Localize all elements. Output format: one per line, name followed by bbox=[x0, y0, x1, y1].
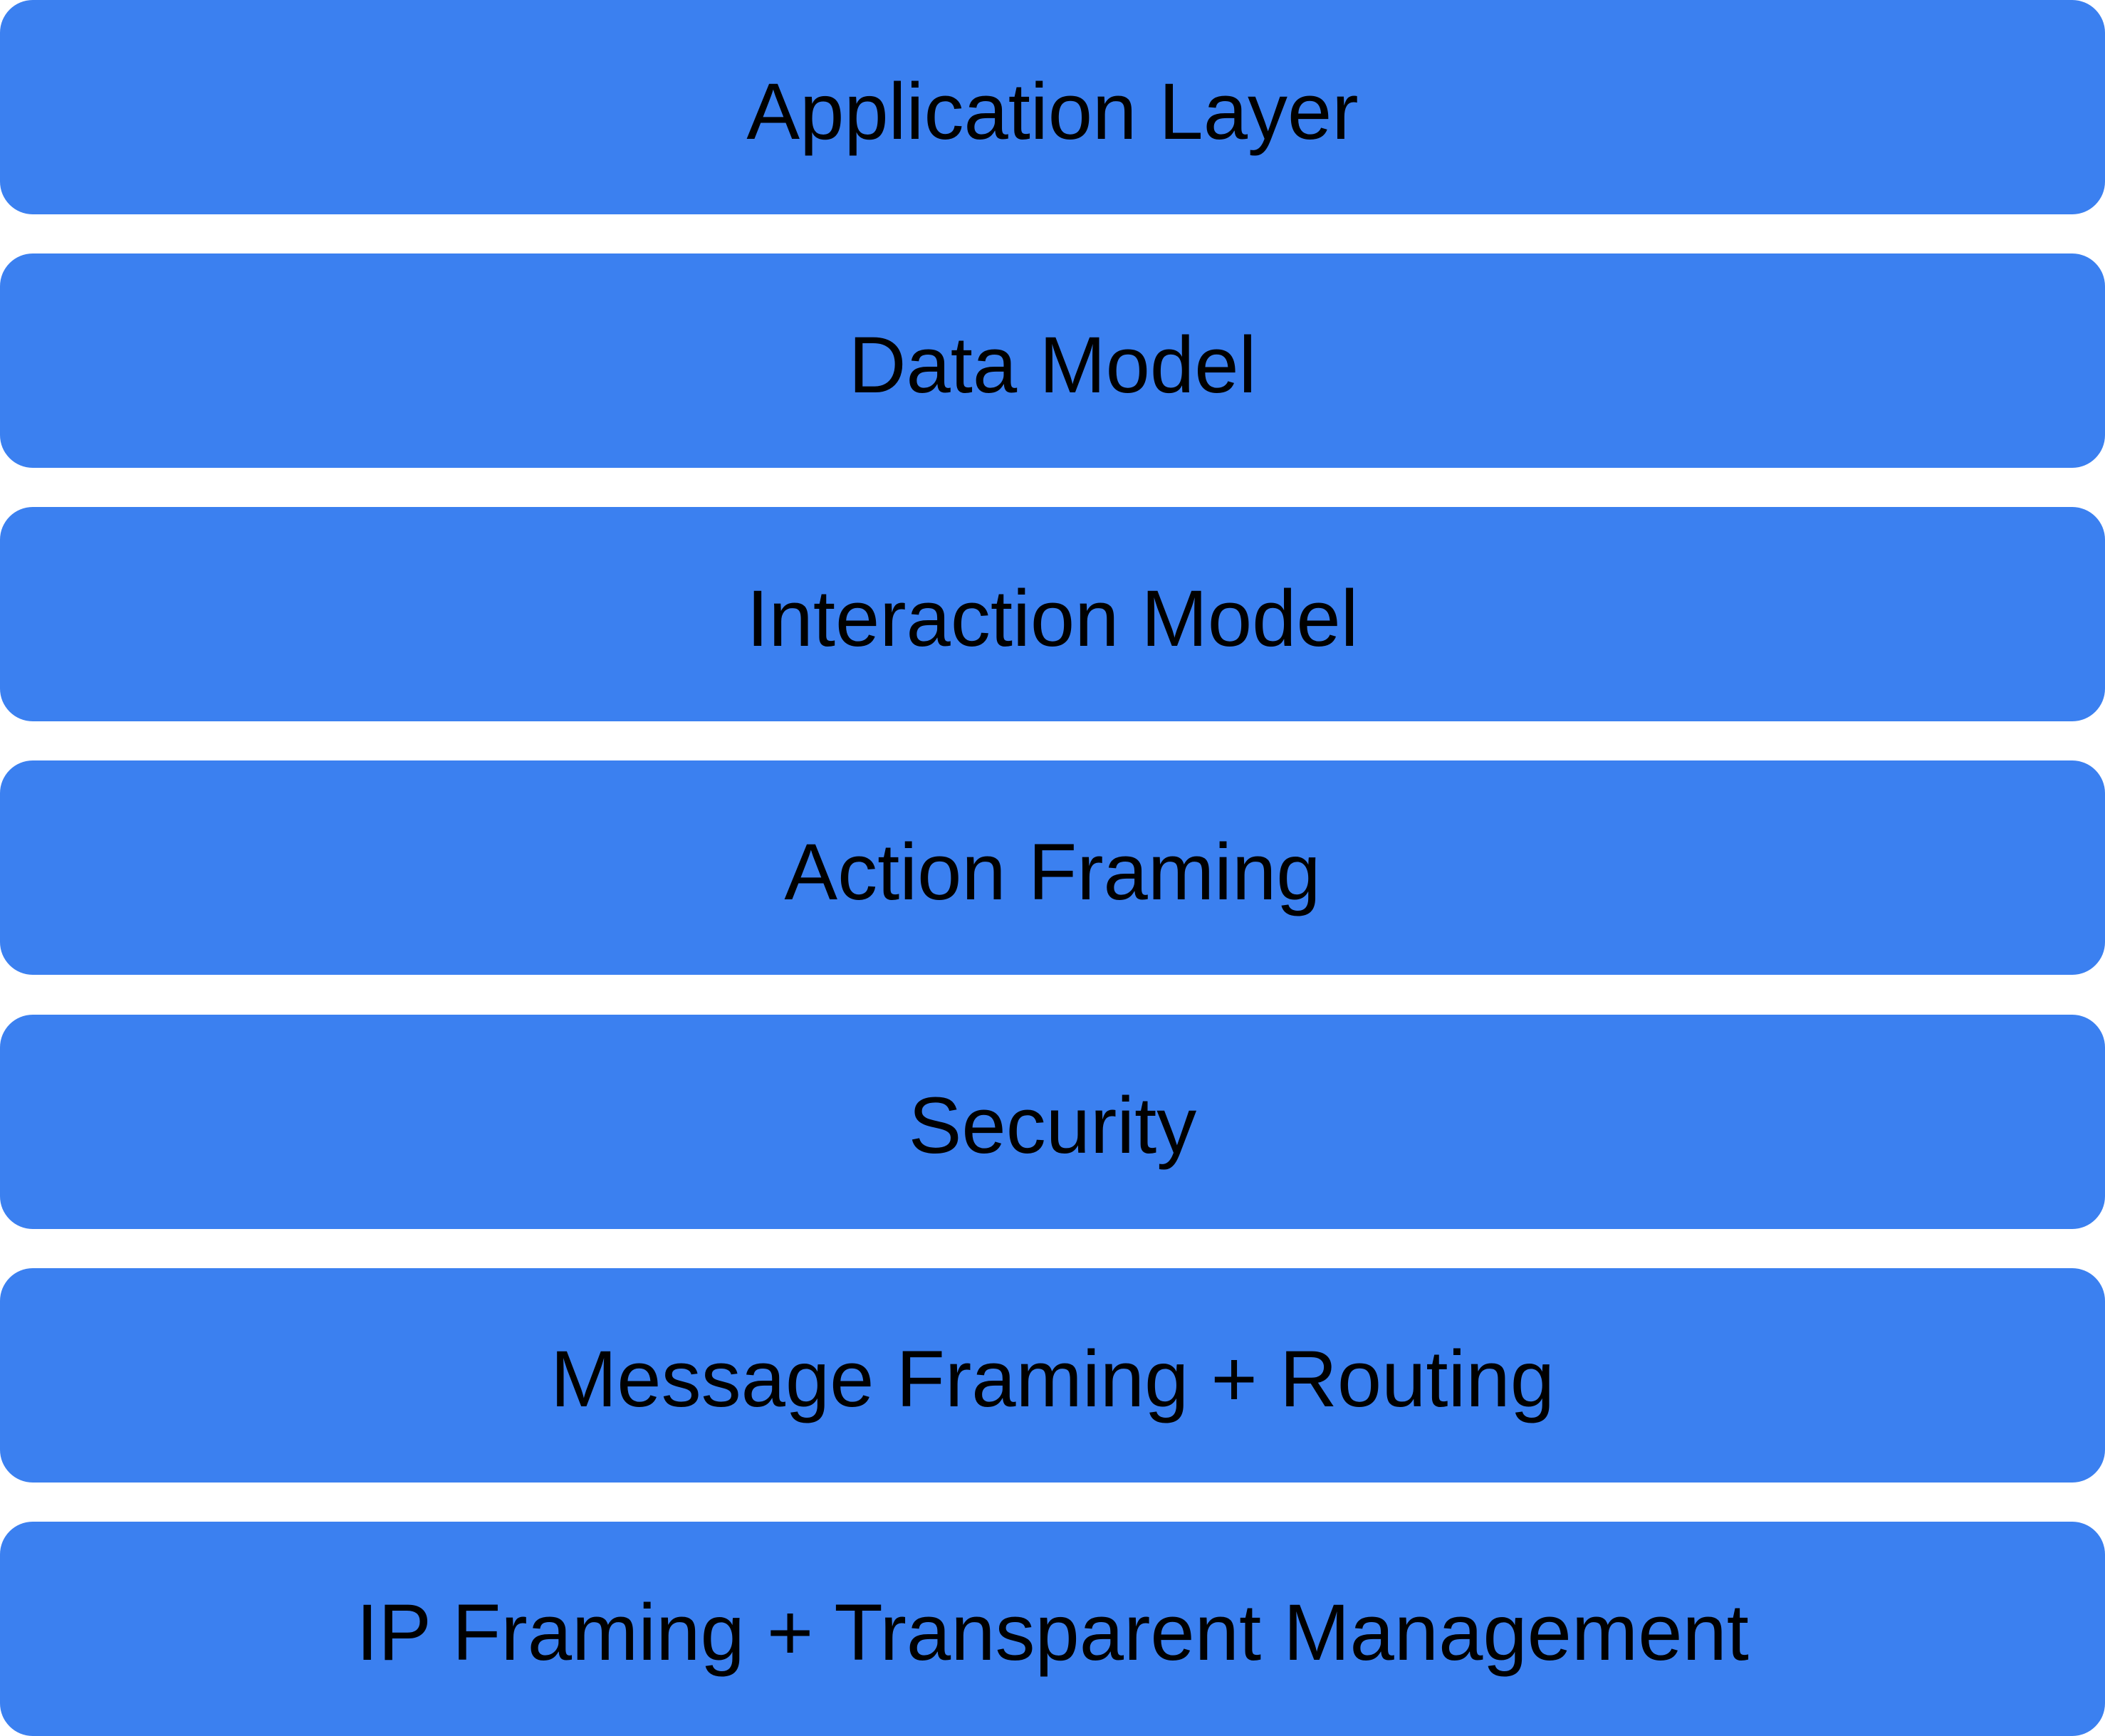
layer-label: Action Framing bbox=[784, 827, 1321, 916]
layer-label: Interaction Model bbox=[746, 573, 1359, 663]
layer-action-framing: Action Framing bbox=[0, 760, 2105, 976]
layer-message-framing-routing: Message Framing + Routing bbox=[0, 1267, 2105, 1483]
layer-interaction-model: Interaction Model bbox=[0, 507, 2105, 722]
layer-label: IP Framing + Transparent Management bbox=[356, 1588, 1749, 1678]
layer-ip-framing-transparent-management: IP Framing + Transparent Management bbox=[0, 1521, 2105, 1736]
layer-application: Application Layer bbox=[0, 0, 2105, 214]
layer-label: Data Model bbox=[848, 320, 1257, 409]
layer-security: Security bbox=[0, 1014, 2105, 1229]
layer-data-model: Data Model bbox=[0, 253, 2105, 469]
layer-label: Message Framing + Routing bbox=[550, 1334, 1555, 1424]
layer-label: Application Layer bbox=[746, 66, 1359, 156]
layer-label: Security bbox=[908, 1081, 1197, 1171]
